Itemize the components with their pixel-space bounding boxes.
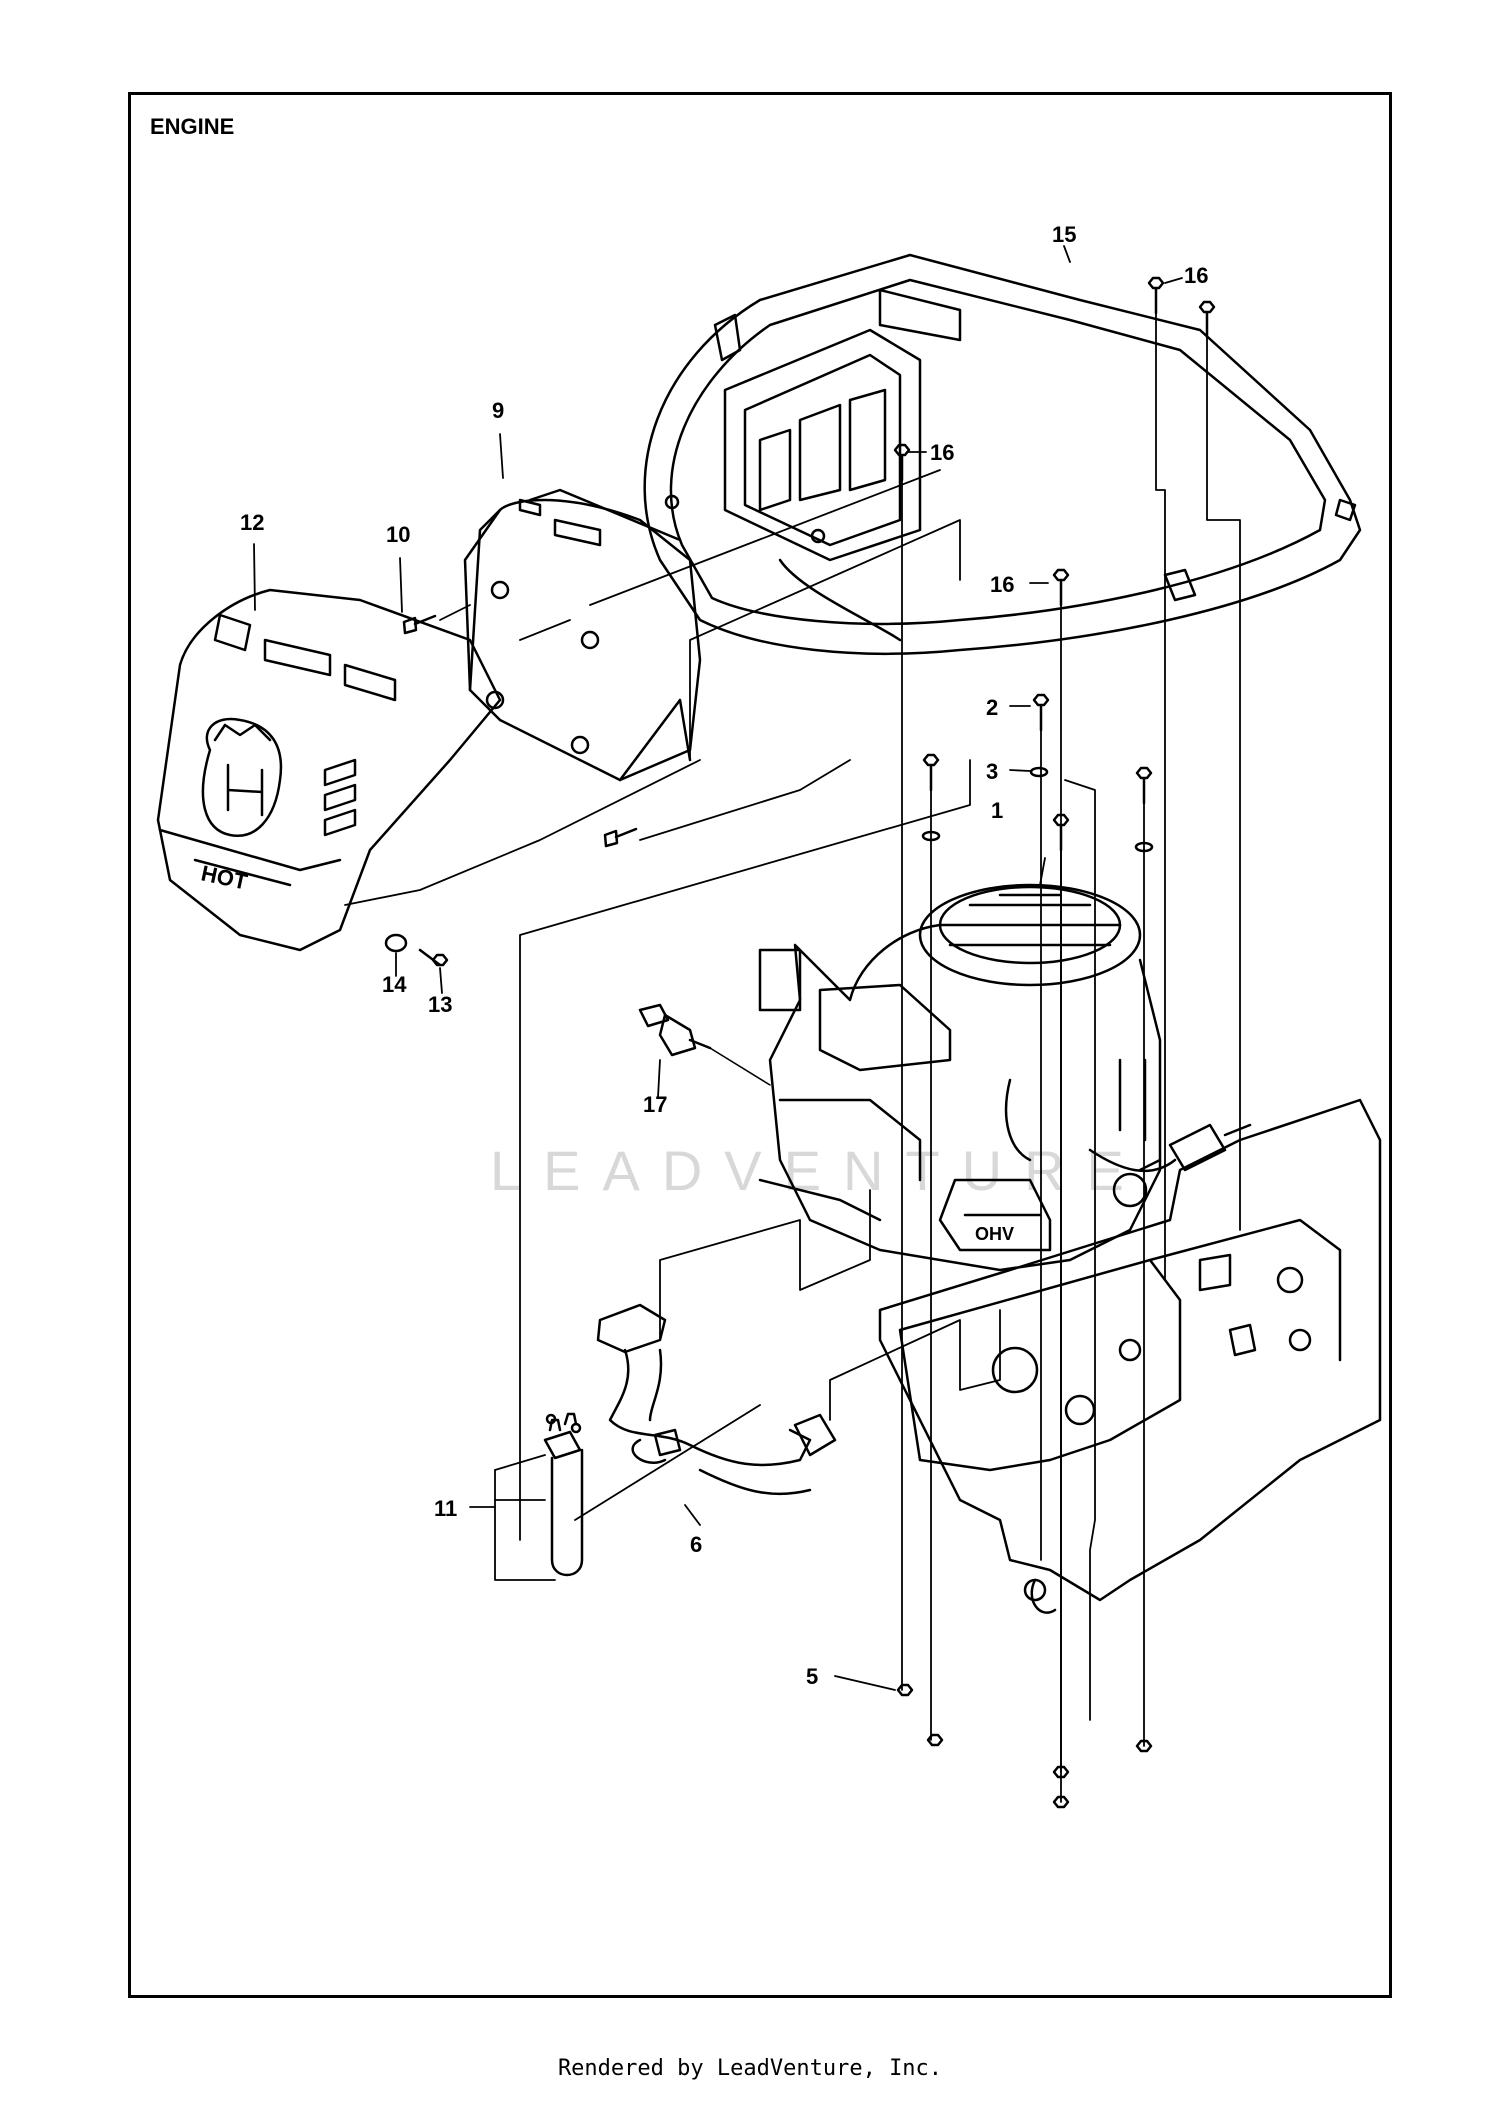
callout-5: 5 xyxy=(806,1664,818,1689)
callout-2: 2 xyxy=(986,695,998,720)
callout-16-top: 16 xyxy=(1184,263,1208,288)
tractor-chassis xyxy=(878,1098,1382,1614)
engine-block: OHV xyxy=(758,883,1177,1272)
footer-credit: Rendered by LeadVenture, Inc. xyxy=(557,2056,943,2081)
callout-10: 10 xyxy=(386,522,410,547)
engine-badge-text: OHV xyxy=(975,1224,1014,1244)
callout-15: 15 xyxy=(1052,222,1076,247)
callout-17: 17 xyxy=(643,1092,667,1117)
exhaust-pipe xyxy=(596,1303,837,1496)
diagram-frame xyxy=(128,92,1392,1998)
front-engine-cover: HOT xyxy=(156,588,502,952)
inner-engine-shroud xyxy=(463,488,702,782)
callout-12: 12 xyxy=(240,510,264,535)
cover-badge-text: HOT xyxy=(199,860,250,894)
pressure-switch xyxy=(638,1003,771,1086)
callout-9: 9 xyxy=(492,398,504,423)
callout-labels: 1 2 3 5 6 9 10 11 12 13 14 15 16 16 16 1… xyxy=(240,222,1208,1689)
callout-16-right: 16 xyxy=(990,572,1014,597)
engine-mount-bracket xyxy=(664,328,922,642)
watermark-text: LEADVENTURE xyxy=(490,1139,1146,1202)
callout-6: 6 xyxy=(690,1532,702,1557)
callout-13: 13 xyxy=(428,992,452,1017)
assembly-lines xyxy=(344,312,1241,1803)
diagram-title: ENGINE xyxy=(150,114,235,139)
callout-11: 11 xyxy=(434,1496,457,1521)
callout-16-mid: 16 xyxy=(930,440,954,465)
callout-leaders xyxy=(253,245,1183,1691)
callout-14: 14 xyxy=(382,972,407,997)
callout-3: 3 xyxy=(986,759,998,784)
callout-1: 1 xyxy=(991,798,1003,823)
hardware-bolts xyxy=(384,276,1216,1809)
exhaust-clamp xyxy=(543,1412,584,1577)
hood-support-frame xyxy=(643,253,1362,655)
